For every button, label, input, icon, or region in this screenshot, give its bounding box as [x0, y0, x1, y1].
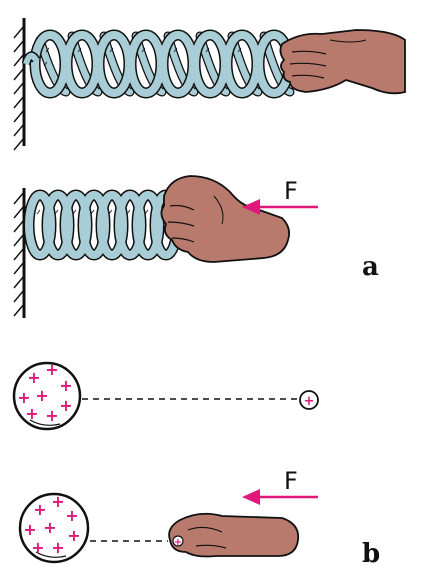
svg-text:+: + — [45, 406, 58, 425]
hand-icon — [280, 30, 405, 93]
svg-text:+: + — [51, 492, 64, 511]
svg-text:+: + — [43, 518, 56, 537]
svg-text:+: + — [27, 368, 40, 387]
force-label-top: F — [284, 177, 298, 205]
svg-text:+: + — [23, 520, 36, 539]
svg-text:+: + — [304, 394, 315, 409]
panel-label-a: a — [362, 252, 379, 282]
svg-text:+: + — [31, 538, 44, 557]
svg-text:+: + — [67, 526, 80, 545]
svg-text:+: + — [25, 404, 38, 423]
svg-text:+: + — [59, 376, 72, 395]
spring-coil-icon — [26, 35, 290, 93]
svg-text:+: + — [174, 537, 182, 548]
svg-text:+: + — [65, 506, 78, 525]
hand-pinch-icon: + — [169, 514, 298, 557]
panel-label-b: b — [362, 539, 380, 569]
svg-text:+: + — [51, 538, 64, 557]
wall-middle — [14, 188, 24, 318]
svg-text:+: + — [45, 360, 58, 379]
svg-text:+: + — [33, 500, 46, 519]
wall-top — [14, 18, 24, 150]
force-label-bottom: F — [284, 467, 298, 495]
charged-sphere-icon: + + + + + + + + — [20, 492, 88, 562]
svg-text:+: + — [59, 396, 72, 415]
hand-push-icon — [161, 176, 289, 262]
test-charge-icon: + — [300, 391, 318, 409]
charged-sphere-icon: + + + + + + + + — [14, 360, 80, 429]
compressed-spring-icon — [29, 195, 177, 255]
svg-text:+: + — [35, 386, 48, 405]
force-arrow-icon — [242, 489, 318, 505]
